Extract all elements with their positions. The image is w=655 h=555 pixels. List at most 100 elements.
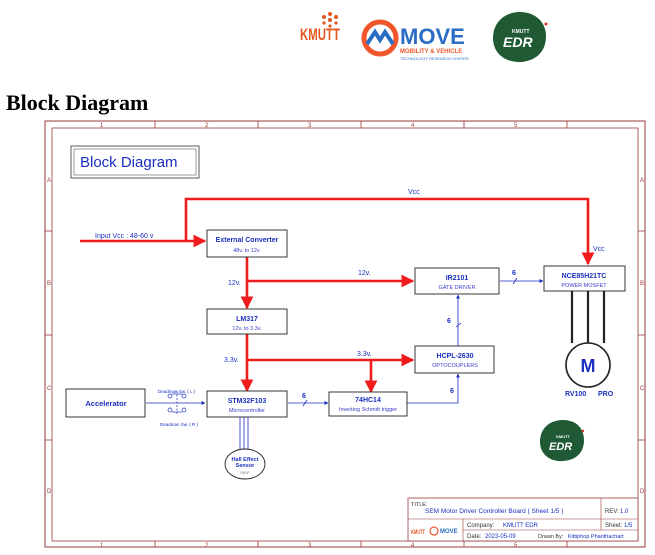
- ir2101-name: IR2101: [446, 275, 469, 282]
- block-ir2101: [414, 267, 500, 295]
- kmutt-logo-km: KMUTT: [300, 25, 340, 44]
- motor-letter: M: [581, 356, 596, 376]
- logo-row: KMUTT MOVE MOBILITY & VEHICLE TECHNOLOGY…: [0, 0, 655, 75]
- accel-name: Accelerator: [85, 399, 126, 408]
- company-label: Company:: [467, 523, 495, 529]
- tb-move-logo: MOVE: [440, 529, 458, 535]
- hc14-name: 74HC14: [355, 397, 381, 404]
- row-letter: C: [640, 386, 645, 392]
- bus-6-vert: 6: [447, 318, 451, 325]
- deadman-switch: [167, 391, 187, 415]
- input-label: Input Vcc : 48-60 v: [95, 233, 154, 240]
- drawn-label: Drawn By:: [538, 534, 564, 540]
- title-value: SEM Motor Driver Controller Board ( Shee…: [425, 508, 563, 515]
- vcc-top-label: Vcc: [408, 189, 420, 196]
- hall-ref: SH1P: [240, 471, 250, 475]
- sheet-frame-inner: [51, 127, 639, 542]
- v33-left-label: 3.3v.: [224, 357, 239, 364]
- bus-6-mid: 6: [302, 393, 306, 400]
- col-number: 3: [308, 123, 312, 129]
- col-number: 1: [100, 543, 104, 549]
- edr-logo-top: KMUTT: [512, 29, 530, 35]
- col-number: 1: [100, 123, 104, 129]
- col-number: 3: [308, 543, 312, 549]
- deadman-l-label: Deadman Sw. ( L ): [158, 389, 196, 394]
- col-number: 5: [514, 543, 518, 549]
- rev-label: REV:: [605, 509, 619, 515]
- sheet-value: 1/5: [624, 523, 633, 529]
- move-logo: MOVE MOBILITY & VEHICLE TECHNOLOGY RESEA…: [361, 19, 469, 61]
- stm32-name: STM32F103: [228, 398, 267, 405]
- edr-logo-word: EDR: [503, 34, 533, 50]
- page-heading: Block Diagram: [6, 90, 149, 115]
- row-letter: D: [47, 489, 52, 495]
- vcc-wire: [184, 197, 595, 266]
- hall-line2: Sensor: [236, 463, 256, 469]
- block-hcpl: [414, 345, 495, 374]
- row-letter: A: [640, 178, 644, 184]
- hc14-to-opto-wire: [407, 373, 460, 404]
- kmutt-logo: KMUTT: [300, 12, 340, 44]
- tb-kmutt-logo: KMUTT: [411, 530, 425, 536]
- diagram-title: Block Diagram: [80, 154, 178, 171]
- col-number: 2: [205, 123, 209, 129]
- ir2101-sub: GATE DRIVER: [439, 285, 476, 291]
- col-number: 4: [411, 123, 415, 129]
- v33-mid-label: 3.3v.: [357, 351, 372, 358]
- edr-badge-top: KMUTT: [556, 434, 571, 439]
- tb-move-logo-mark: [429, 526, 439, 536]
- motor-symbol: [565, 342, 611, 388]
- row-letter: D: [640, 489, 645, 495]
- block-mosfet: [543, 265, 626, 292]
- row-letter: C: [47, 386, 52, 392]
- hall-sensor: [224, 448, 266, 480]
- col-number: 2: [205, 543, 209, 549]
- sheet-frame-outer: [44, 120, 646, 548]
- col-number: 4: [411, 543, 415, 549]
- deadman-r-label: Deadman Sw. ( R ): [160, 422, 199, 427]
- vcc-right-label: Vcc: [593, 246, 605, 253]
- ext-conv-name: External Converter: [216, 237, 279, 244]
- logos-svg: KMUTT MOVE MOBILITY & VEHICLE TECHNOLOGY…: [300, 12, 548, 63]
- block-74hc14: [328, 391, 408, 417]
- block-ext-converter: [206, 229, 288, 258]
- col-number: 5: [514, 123, 518, 129]
- date-value: 2023-05-09: [485, 534, 516, 540]
- v12-mid-label: 12v.: [358, 270, 371, 277]
- stm32-sub: Microcontroller: [229, 408, 265, 414]
- motor-right-label: PRO: [598, 391, 614, 398]
- hall-line1: Hall Effect: [232, 457, 259, 463]
- hc14-sub: Inverting Schmitt trigger: [339, 407, 397, 413]
- move-logo-sub: MOBILITY & VEHICLE: [400, 49, 462, 55]
- bus-6-top: 6: [512, 270, 516, 277]
- move-logo-word: MOVE: [400, 24, 465, 49]
- lm317-sub: 12v. to 3.3v.: [232, 326, 262, 332]
- date-label: Date:: [467, 534, 482, 540]
- bus-6-low: 6: [450, 388, 454, 395]
- row-letter: B: [47, 281, 51, 287]
- motor-left-label: RV100: [565, 391, 586, 398]
- diagram-title-box: Block Diagram: [70, 145, 200, 179]
- ext-conv-sub: 48v. to 12v.: [233, 248, 261, 254]
- edr-badge-sheet: KMUTT EDR: [540, 420, 585, 462]
- rev-value: 1.0: [620, 509, 629, 515]
- drawn-value: Kittiphop Phanthachart: [568, 534, 624, 540]
- hcpl-name: HCPL-2630: [437, 353, 474, 360]
- edr-badge-word: EDR: [549, 441, 572, 453]
- row-letter: B: [640, 281, 644, 287]
- mosfet-sub: POWER MOSFET: [561, 283, 607, 289]
- v12-left-label: 12v.: [228, 280, 241, 287]
- title-block: TITLE: SEM Motor Driver Controller Board…: [407, 497, 639, 542]
- sheet-label: Sheet:: [605, 523, 623, 529]
- block-stm32: [206, 390, 288, 418]
- title-label: TITLE:: [411, 502, 428, 508]
- edr-logo: KMUTT EDR: [493, 12, 548, 63]
- row-letter: A: [47, 178, 51, 184]
- hcpl-sub: OPTOCOUPLERS: [432, 363, 478, 369]
- company-value: KMUTT EDR: [503, 523, 539, 529]
- lm317-name: LM317: [236, 316, 258, 323]
- block-lm317: [206, 308, 288, 335]
- mosfet-name: NCE85H21TC: [562, 273, 607, 280]
- block-accelerator: [65, 388, 146, 418]
